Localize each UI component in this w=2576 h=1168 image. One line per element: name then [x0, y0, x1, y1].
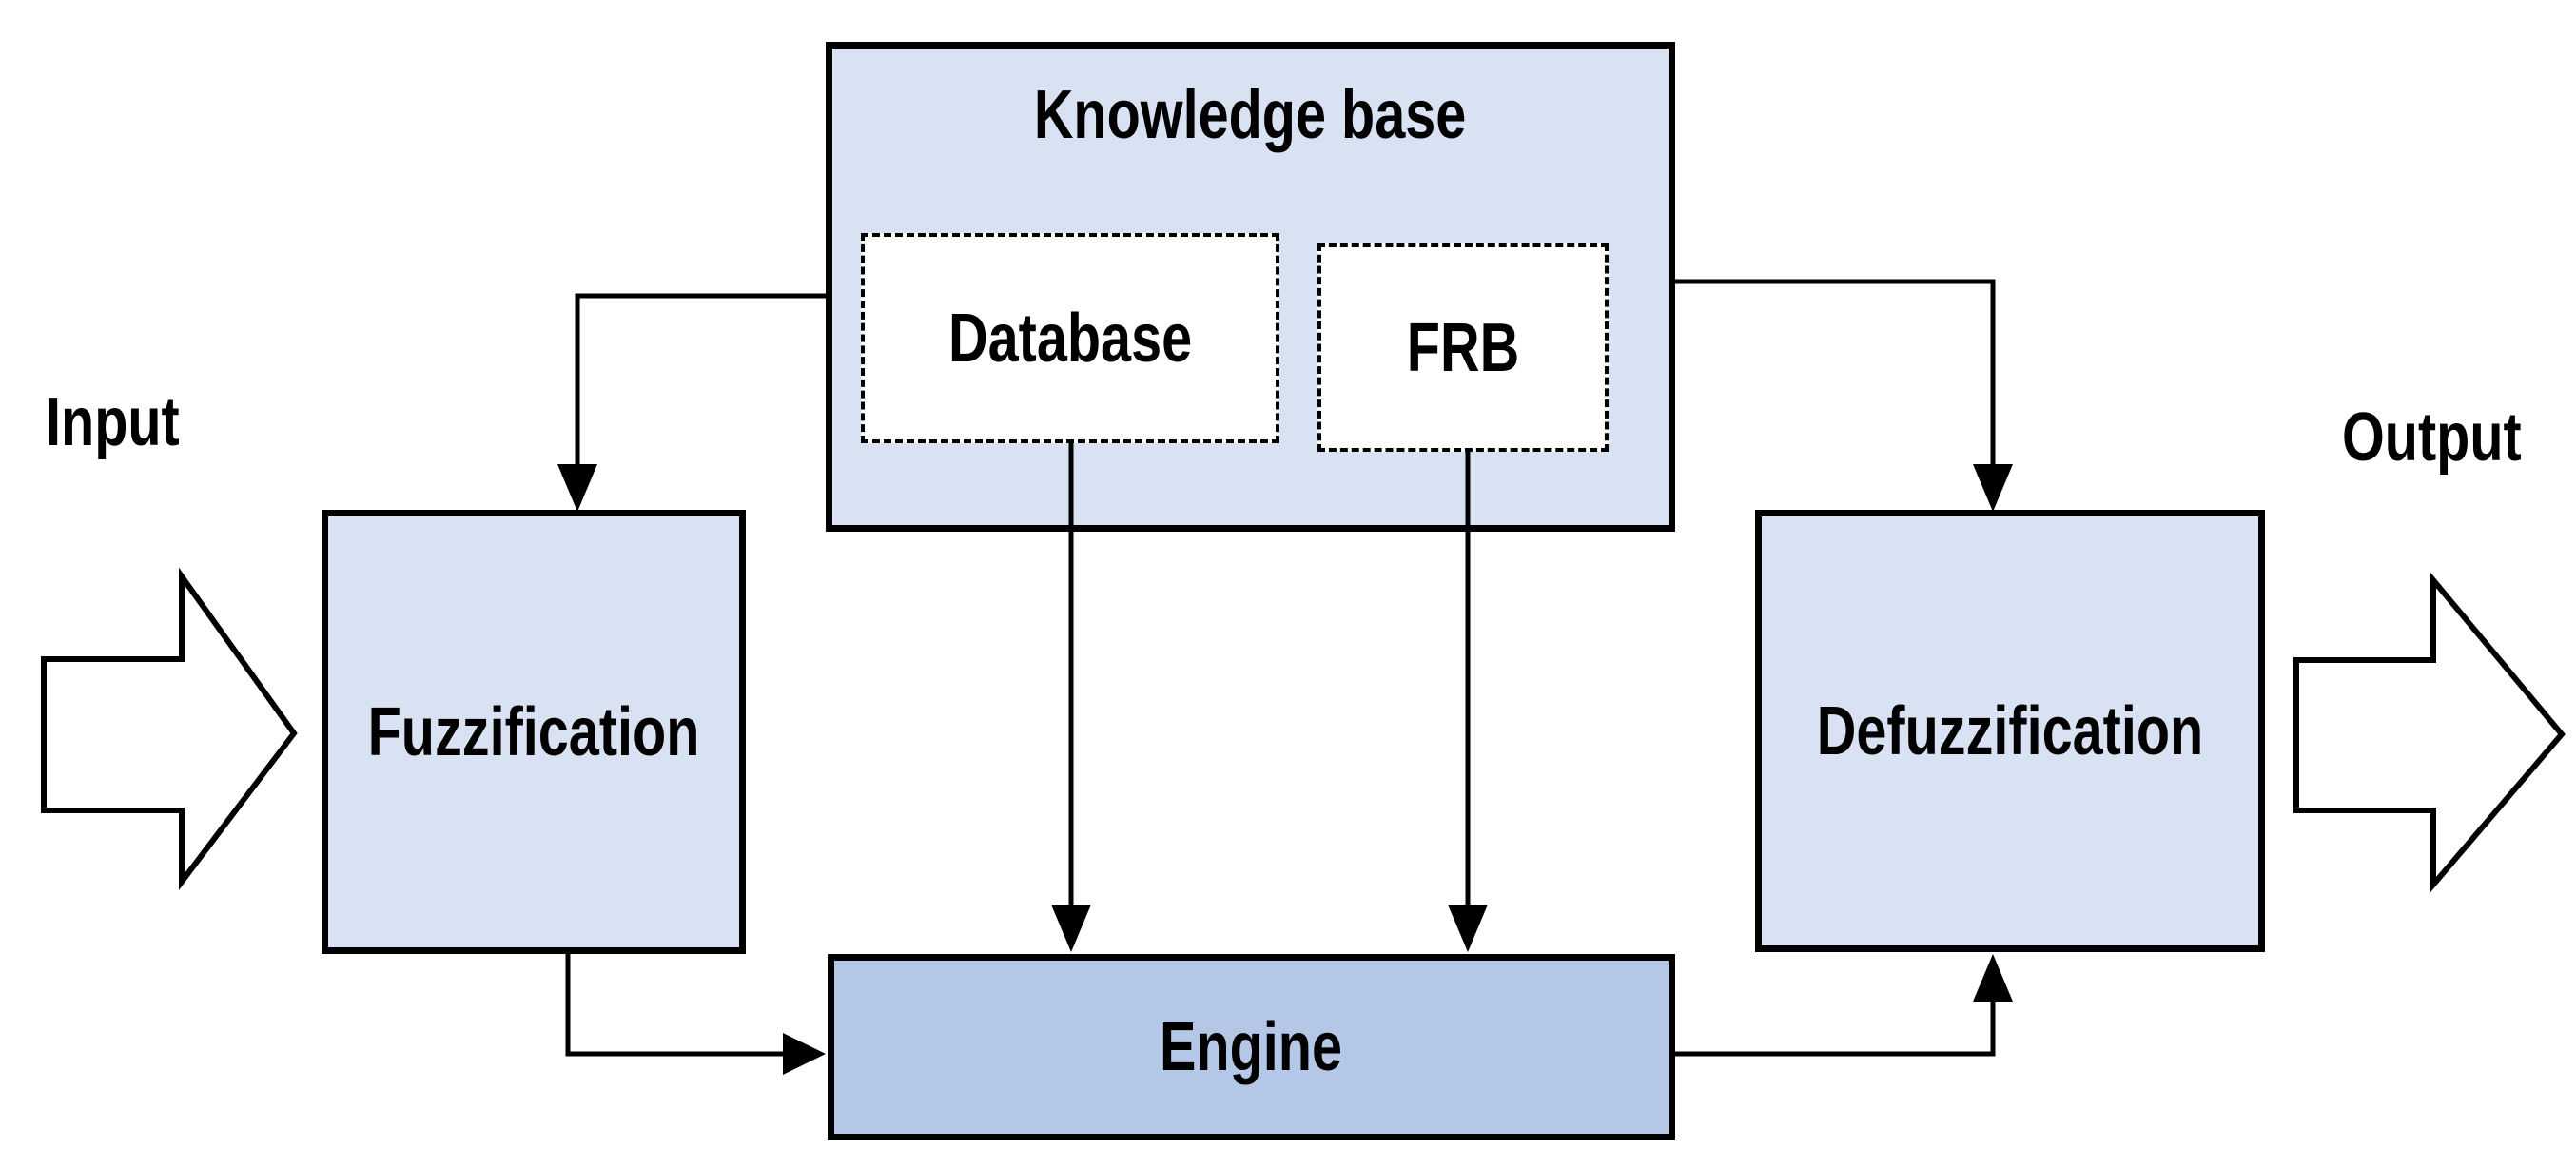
database-label: Database: [947, 300, 1193, 377]
node-engine: Engine: [828, 954, 1675, 1140]
knowledge-base-title: Knowledge base: [832, 81, 1669, 149]
node-database: Database: [861, 233, 1279, 443]
engine-label: Engine: [1160, 1009, 1343, 1085]
input-block-arrow: [41, 567, 298, 890]
node-defuzzification: Defuzzification: [1755, 510, 2265, 952]
edge-engine-to-defuzzification: [1672, 975, 1996, 1057]
arrowhead-down-engine-right: [1448, 905, 1488, 952]
output-label: Output: [2342, 399, 2522, 476]
knowledge-base-label: Knowledge base: [1034, 77, 1467, 153]
arrowhead-up-defuzzification: [1973, 954, 2013, 1002]
edge-kb-to-fuzzification: [575, 293, 830, 488]
fuzzification-label: Fuzzification: [367, 693, 700, 770]
arrowhead-right-engine: [783, 1033, 826, 1075]
frb-label: FRB: [1406, 309, 1520, 386]
edge-fuzzification-to-engine: [565, 951, 802, 1057]
defuzzification-label: Defuzzification: [1816, 692, 2204, 769]
arrowhead-down-fuzzification: [557, 464, 597, 512]
output-block-arrow: [2293, 572, 2566, 893]
node-fuzzification: Fuzzification: [322, 510, 746, 954]
input-label: Input: [46, 384, 180, 460]
edge-kb-to-defuzzification: [1672, 279, 1996, 488]
arrowhead-down-engine-left: [1051, 905, 1091, 952]
arrowhead-down-defuzzification: [1973, 464, 2013, 512]
node-frb: FRB: [1317, 243, 1609, 452]
node-knowledge-base: Knowledge base Database FRB: [826, 42, 1675, 532]
